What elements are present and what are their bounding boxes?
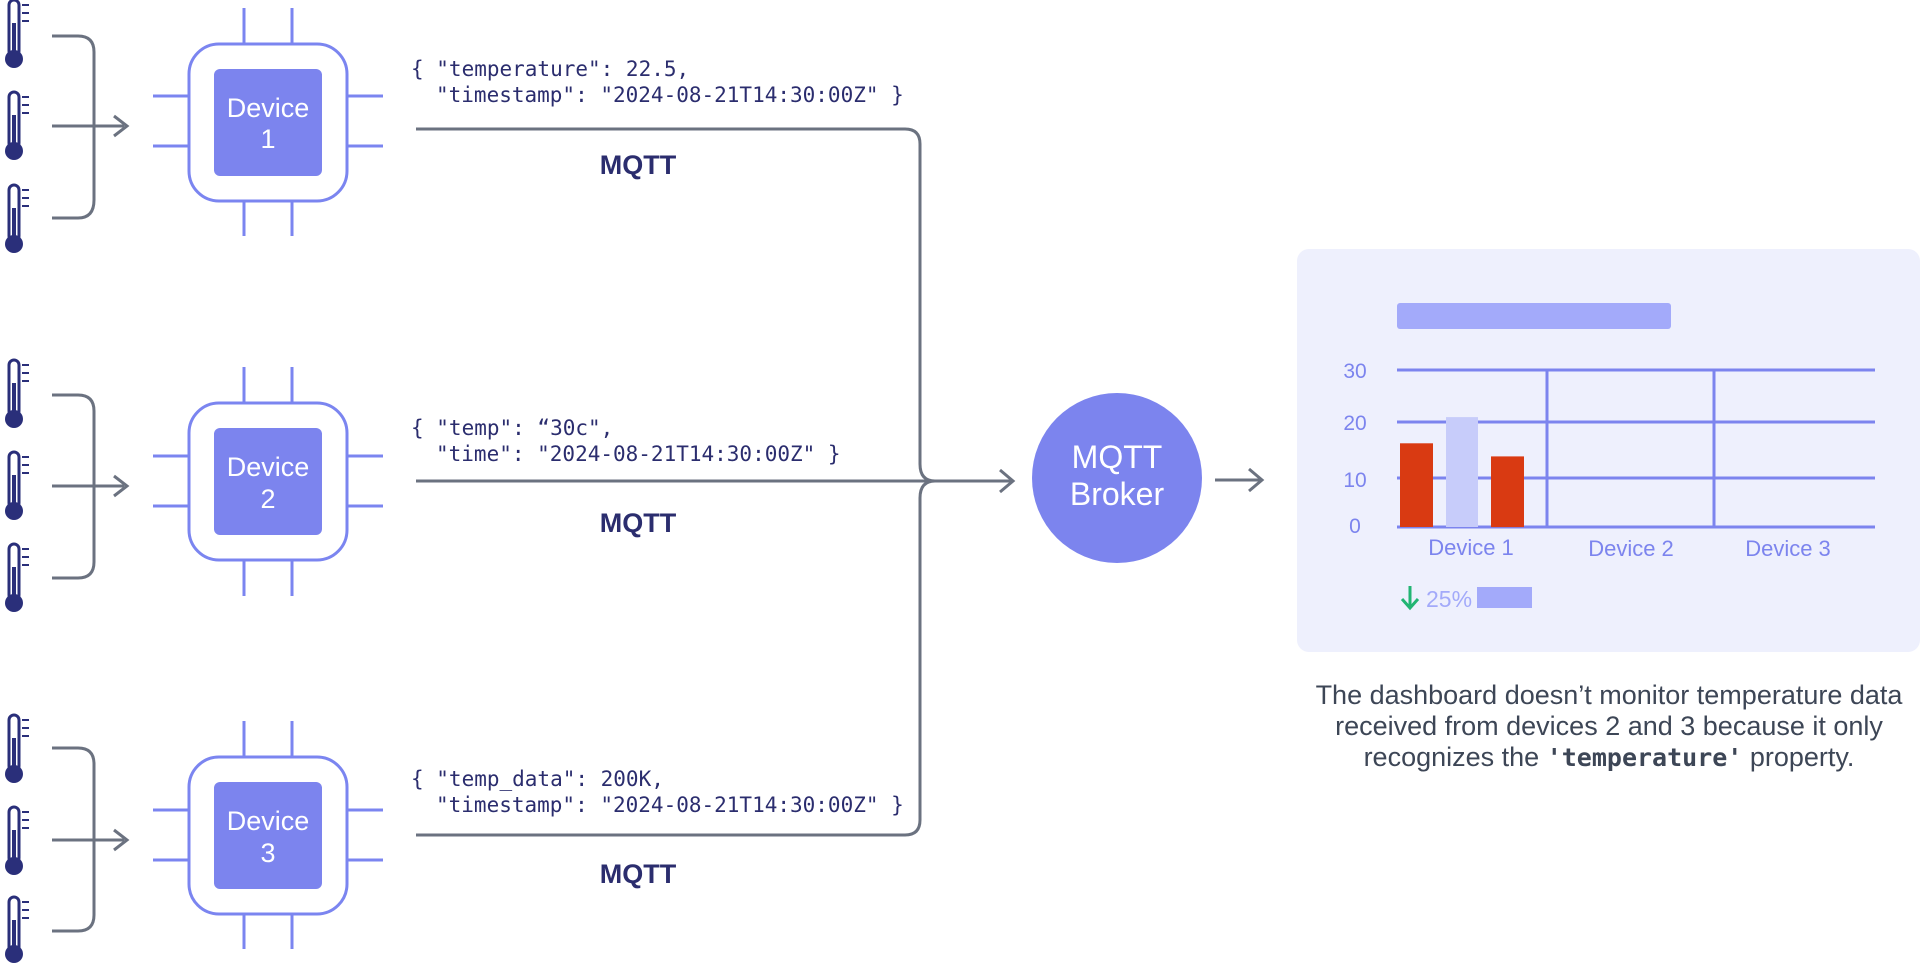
- mqtt-connection-device-1: [416, 127, 936, 483]
- protocol-label: MQTT: [600, 508, 677, 538]
- dashboard-panel: 30 20 10 0 Device 1 Device 2 Device 3 25…: [1297, 249, 1920, 652]
- arrow-head-icon: [113, 114, 130, 138]
- bar: [1400, 443, 1433, 527]
- thermometer-icon: [5, 542, 29, 612]
- device-number: 3: [260, 838, 275, 868]
- payload-line-2: "time": "2024-08-21T14:30:00Z" }: [436, 442, 841, 466]
- caption-text: The dashboard doesn’t monitor temperatur…: [1315, 680, 1903, 772]
- broker-label-line-2: Broker: [1070, 476, 1165, 512]
- device-group-1: Device 1 { "temperature": 22.5, "timesta…: [5, 0, 904, 253]
- y-tick-label: 30: [1343, 360, 1366, 383]
- trend-placeholder: [1477, 587, 1532, 608]
- device-group-2: Device 2 { "temp": “30c", "time": "2024-…: [5, 358, 841, 612]
- x-category-label: Device 1: [1428, 535, 1514, 560]
- bar: [1446, 417, 1478, 527]
- device-chip-1: Device 1: [153, 8, 383, 236]
- device-label: Device: [227, 806, 310, 836]
- mqtt-broker: MQTT Broker: [1032, 393, 1202, 563]
- thermometer-icon: [5, 450, 29, 520]
- device-chip-3: Device 3: [153, 721, 383, 949]
- bar: [1491, 456, 1524, 528]
- thermometer-icon: [5, 358, 29, 428]
- y-tick-label: 20: [1343, 412, 1366, 435]
- arrow-down-icon: [1400, 586, 1420, 611]
- arrow-head-icon: [999, 468, 1016, 494]
- x-category-label: Device 3: [1745, 536, 1831, 561]
- device-number: 2: [260, 484, 275, 514]
- payload-line-2: "timestamp": "2024-08-21T14:30:00Z" }: [436, 83, 904, 107]
- mqtt-connection-device-3: [416, 479, 936, 837]
- thermometer-icon: [5, 90, 29, 160]
- payload-line-1: { "temperature": 22.5,: [411, 57, 689, 81]
- x-category-label: Device 2: [1588, 536, 1674, 561]
- payload-line-2: "timestamp": "2024-08-21T14:30:00Z" }: [436, 793, 904, 817]
- thermometer-icon: [5, 805, 29, 875]
- payload-line-1: { "temp_data": 200K,: [411, 767, 664, 791]
- thermometer-icon: [5, 0, 29, 68]
- sensor-connector: [52, 746, 124, 933]
- device-chip-2: Device 2: [153, 367, 383, 596]
- thermometer-icon: [5, 895, 29, 963]
- y-tick-label: 10: [1343, 469, 1366, 492]
- thermometer-icon: [5, 183, 29, 253]
- dashboard-title-placeholder: [1397, 303, 1671, 329]
- dashboard-caption: The dashboard doesn’t monitor temperatur…: [1283, 680, 1920, 773]
- arrow-head-icon: [113, 474, 130, 498]
- sensor-connector: [52, 393, 124, 580]
- protocol-label: MQTT: [600, 150, 677, 180]
- protocol-label: MQTT: [600, 859, 677, 889]
- arrow-head-icon: [113, 828, 130, 852]
- trend-percentage: 25%: [1426, 586, 1472, 612]
- sensor-connector: [52, 34, 124, 220]
- caption-property-code: 'temperature': [1546, 743, 1743, 772]
- arrow-head-icon: [1248, 467, 1265, 493]
- caption-text-end: property.: [1749, 742, 1855, 772]
- device-group-3: Device 3 { "temp_data": 200K, "timestamp…: [5, 713, 904, 963]
- broker-label-line-1: MQTT: [1072, 439, 1163, 475]
- device-number: 1: [260, 124, 275, 154]
- device-1-bars: [1400, 417, 1524, 528]
- thermometer-icon: [5, 713, 29, 783]
- y-tick-label: 0: [1349, 515, 1361, 538]
- device-label: Device: [227, 93, 310, 123]
- payload-line-1: { "temp": “30c",: [411, 416, 613, 440]
- device-label: Device: [227, 452, 310, 482]
